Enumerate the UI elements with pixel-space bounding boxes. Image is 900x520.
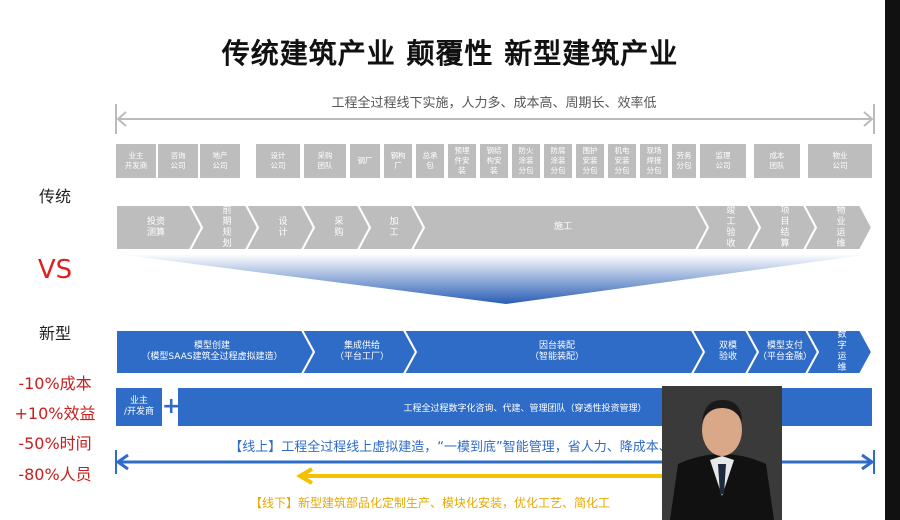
participant-box: 总承 包 [416, 144, 444, 178]
phase-chevron [244, 205, 316, 250]
new-label: 新型 [38, 324, 71, 343]
participant-box: 机电 安装 分包 [608, 144, 636, 178]
participant-box: 地产 公司 [200, 144, 240, 178]
participant-box: 钢构 厂 [384, 144, 412, 178]
phase-label: 双模 验收 [718, 341, 737, 362]
participant-box: 钢结 构安 装 [480, 144, 508, 178]
participant-box: 设计 公司 [256, 144, 300, 178]
participant-box: 物业 公司 [808, 144, 872, 178]
metric-time: -50%时间 [18, 434, 92, 453]
slide-title: 传统建筑产业 颠覆性 新型建筑产业 [221, 37, 679, 70]
participant-box: 劳务 分包 [672, 144, 696, 178]
phase-label: 集成供给 （平台工厂） [334, 341, 389, 362]
participant-box: 现场 焊接 分包 [640, 144, 668, 178]
phase-label: 物 业 运 维 [836, 205, 846, 249]
participant-box: 防腐 涂装 分包 [544, 144, 572, 178]
phase-label: 加 工 [389, 216, 399, 238]
participant-box: 防火 涂装 分包 [512, 144, 540, 178]
plus-sign: + [162, 394, 181, 419]
transition-funnel [116, 254, 872, 304]
phase-chevron [356, 205, 426, 250]
metric-staff: -80%人员 [18, 465, 92, 484]
phase-chevron [694, 205, 762, 250]
phase-label: 模型支付 （平台金融） [758, 341, 813, 362]
online-caption: 【线上】工程全过程线上虚拟建造，“一模到底”智能管理，省人力、降成本、时间短、品… [229, 440, 763, 455]
phase-label: 采 购 [334, 216, 344, 238]
owner-box: 业主 /开发商 [116, 388, 162, 426]
phase-chevron [402, 330, 706, 374]
phase-chevron [746, 205, 818, 250]
presenter-figure [662, 386, 782, 520]
phase-chevron [690, 330, 760, 374]
phase-label: 数 字 运 维 [837, 330, 847, 373]
phase-chevron [300, 205, 372, 250]
phase-chevron [410, 205, 710, 250]
phase-chevron [188, 205, 260, 250]
traditional-label: 传统 [38, 187, 71, 206]
phase-label: 模型创建 （模型SAAS建筑全过程虚拟建造） [141, 341, 283, 362]
phase-label: 因台装配 （智能装配） [529, 341, 584, 362]
metric-cost: -10%成本 [18, 374, 92, 393]
traditional-span-arrow [115, 104, 875, 134]
phase-label: 竣 工 验 收 [726, 205, 736, 249]
offline-caption: 【线下】新型建筑部品化定制生产、模块化安装，优化工艺、简化工 [250, 496, 611, 510]
participant-box: 预埋 件安 装 [448, 144, 476, 178]
phase-label: 设 计 [278, 216, 288, 238]
participant-box: 业主 开发商 [116, 144, 156, 178]
traditional-phase-bar [116, 205, 872, 250]
participant-box: 采购 团队 [304, 144, 346, 178]
metric-benefit: +10%效益 [14, 404, 96, 423]
phase-label: 前 期 规 划 [222, 205, 232, 249]
participant-box: 成本 团队 [754, 144, 800, 178]
phase-chevron [744, 330, 820, 374]
vs-label: VS [37, 255, 73, 285]
phase-chevron [804, 330, 872, 374]
presenter-video [662, 386, 782, 520]
right-edge-bar [885, 0, 900, 520]
phase-label: 项 目 结 算 [780, 205, 790, 249]
participant-box: 钢厂 [350, 144, 380, 178]
phase-label: 施工 [553, 222, 572, 232]
traditional-caption: 工程全过程线下实施，人力多、成本高、周期长、效率低 [331, 96, 657, 111]
participant-box: 监理 公司 [700, 144, 746, 178]
new-phase-bar [116, 330, 872, 374]
offline-span-arrow [296, 467, 672, 485]
participant-box: 围护 安装 分包 [576, 144, 604, 178]
phase-label: 投资 测算 [146, 216, 165, 238]
phase-chevron [300, 330, 418, 374]
phase-chevron [802, 205, 872, 250]
participant-box: 咨询 公司 [158, 144, 198, 178]
